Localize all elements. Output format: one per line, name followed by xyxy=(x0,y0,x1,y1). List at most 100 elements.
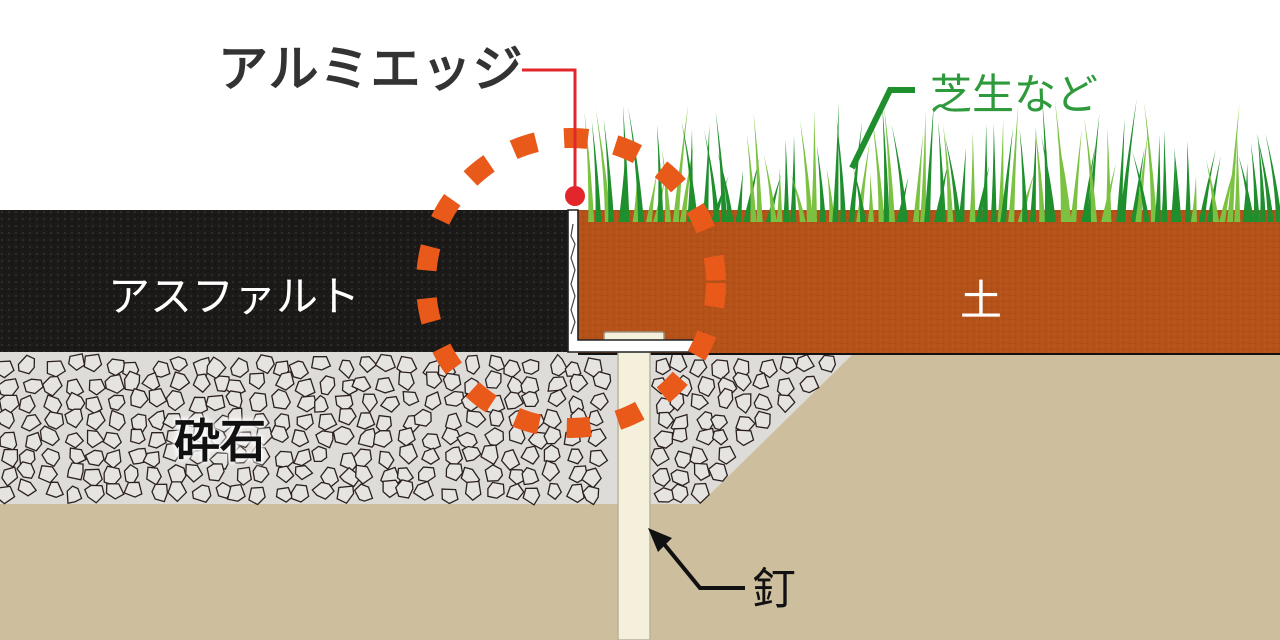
gravel-stone xyxy=(39,425,60,447)
gravel-stone xyxy=(294,464,314,481)
gravel-stone xyxy=(421,447,441,465)
gravel-stone xyxy=(167,481,188,503)
gravel-stone xyxy=(465,410,487,428)
gravel-stone xyxy=(255,426,274,447)
gravel-stone xyxy=(484,464,504,482)
gravel-stone xyxy=(44,411,65,430)
gravel-stone xyxy=(569,373,589,393)
gravel-stone xyxy=(275,486,293,503)
edge-pointer-dot xyxy=(565,186,585,206)
gravel-stone xyxy=(0,408,15,430)
gravel-stone xyxy=(690,393,710,411)
gravel-stone xyxy=(582,485,600,506)
grass-blade xyxy=(924,102,934,222)
gravel-stone xyxy=(151,483,169,503)
gravel-stone xyxy=(0,360,15,379)
gravel-stone xyxy=(697,375,716,398)
gravel-stone xyxy=(189,449,207,465)
grass-blade xyxy=(704,130,720,222)
gravel-stone xyxy=(291,429,310,448)
gravel-stone xyxy=(754,410,771,429)
gravel-stone xyxy=(213,375,231,393)
gravel-stone xyxy=(658,411,675,430)
grass-blade xyxy=(1019,129,1029,222)
grass-blade xyxy=(891,124,909,222)
gravel-stone xyxy=(83,484,105,504)
gravel-stone xyxy=(248,372,266,390)
gravel-stone xyxy=(375,376,395,394)
gravel-stone xyxy=(296,395,318,413)
gravel-stone xyxy=(799,375,820,394)
gravel-stone xyxy=(718,445,737,465)
grass-blade xyxy=(990,123,997,222)
gravel-stone xyxy=(652,467,671,488)
gravel-stone xyxy=(127,447,149,465)
gravel-stone xyxy=(103,448,122,470)
grass-blade xyxy=(783,139,790,222)
highlight-ring xyxy=(416,128,726,438)
grass-blade xyxy=(1257,133,1267,222)
grass-blade xyxy=(1242,162,1249,222)
grass-blade xyxy=(1119,98,1137,222)
gravel-stone xyxy=(249,392,268,413)
gravel-stone xyxy=(105,483,125,500)
gravel-stone xyxy=(711,429,729,446)
gravel-stone xyxy=(319,375,336,396)
gravel-stone xyxy=(227,407,243,427)
gravel-stone xyxy=(66,462,84,481)
gravel-stone xyxy=(650,447,670,467)
gravel-stone xyxy=(361,393,379,414)
gravel-stone xyxy=(521,466,540,486)
gravel-stone xyxy=(565,483,585,504)
grass-blade xyxy=(1170,153,1177,222)
gravel-stone xyxy=(146,466,162,486)
gravel-stone xyxy=(464,480,482,501)
grass-blade xyxy=(981,123,988,222)
gravel-stone xyxy=(130,428,146,445)
grass-blade xyxy=(871,116,885,222)
gravel-stone xyxy=(16,461,36,480)
gravel-stone xyxy=(351,376,372,393)
grass-blade xyxy=(938,121,946,222)
grass-blade xyxy=(1034,125,1046,222)
gravel-stone xyxy=(191,425,209,444)
gravel-stone xyxy=(66,485,83,504)
gravel-stone xyxy=(445,463,464,482)
gravel-stone xyxy=(162,442,181,462)
gravel-stone xyxy=(424,390,442,411)
grass-blade xyxy=(717,151,734,222)
gravel-stone xyxy=(779,356,799,375)
grass-blade xyxy=(1056,131,1072,222)
gravel-stone xyxy=(45,481,65,498)
gravel-stone xyxy=(710,414,729,431)
gravel-stone xyxy=(130,387,149,409)
gravel-stone xyxy=(589,392,609,411)
grass-blade xyxy=(1154,134,1161,222)
grass-blade xyxy=(584,110,595,222)
gravel-stone xyxy=(24,431,43,452)
gravel-stone xyxy=(314,394,329,413)
asphalt-layer xyxy=(0,210,568,352)
grass-blade xyxy=(1161,130,1168,222)
grass-blade xyxy=(1135,129,1149,222)
gravel-stone xyxy=(752,372,770,390)
gravel-stone xyxy=(46,360,67,378)
grass-blade xyxy=(1000,127,1014,222)
gravel-stone xyxy=(484,370,502,389)
gravel-stone xyxy=(655,357,672,376)
grass-blade xyxy=(883,105,895,222)
gravel-stone xyxy=(276,465,295,484)
gravel-stone xyxy=(543,444,561,463)
grass-blade xyxy=(1054,100,1067,222)
grass-blade xyxy=(1174,146,1182,222)
gravel-stone xyxy=(192,373,211,394)
gravel-stone xyxy=(690,482,710,505)
gravel-stone xyxy=(717,387,734,410)
gravel-label: 砕石 xyxy=(174,414,266,468)
gravel-stone xyxy=(205,394,226,412)
gravel-stone xyxy=(315,430,334,449)
gravel-stone xyxy=(107,394,126,412)
gravel-stone xyxy=(64,408,84,429)
gravel-stone xyxy=(169,371,191,391)
